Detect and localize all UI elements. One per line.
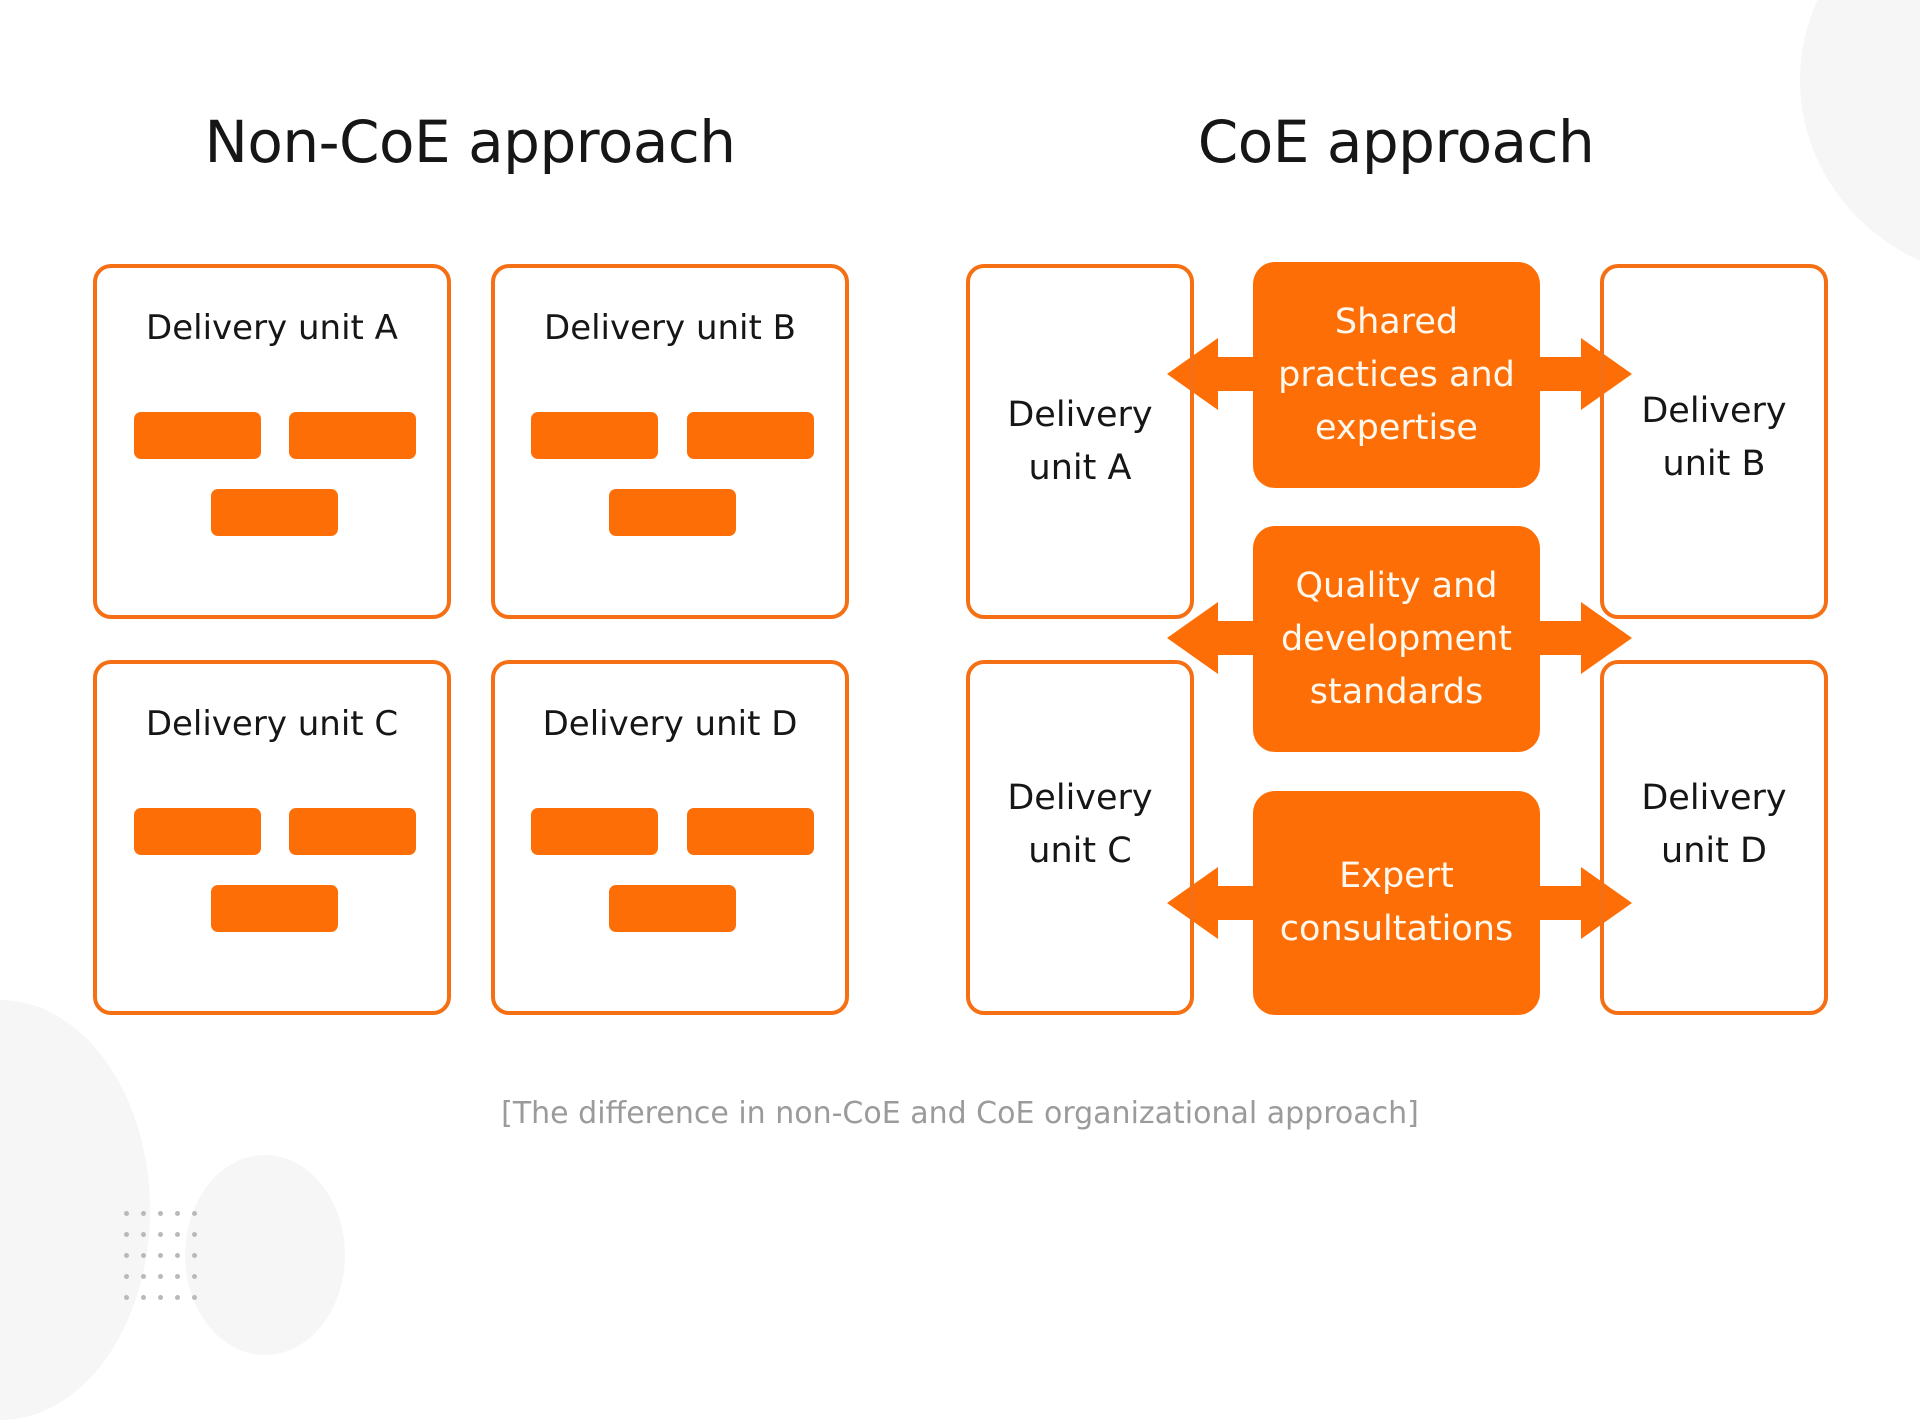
hub-expert-consultations: Expert consultations [1253, 791, 1540, 1015]
team-block [609, 885, 736, 932]
non-coe-title: Non-CoE approach [204, 108, 736, 176]
unit-label: Delivery unit B [544, 308, 796, 348]
team-block [211, 489, 338, 536]
unit-label-line: Delivery [1641, 390, 1787, 431]
team-block [687, 412, 814, 459]
hub-label-line: Shared [1334, 301, 1459, 342]
team-block [609, 489, 736, 536]
team-block [531, 808, 658, 855]
coe-unit-b: Delivery unit B [1600, 264, 1828, 619]
team-block [289, 808, 416, 855]
non-coe-unit-d: Delivery unit D [491, 660, 849, 1015]
unit-label: Delivery unit C [970, 772, 1190, 878]
unit-label-line: unit A [1028, 447, 1132, 488]
hub-label-line: practices and [1278, 354, 1515, 395]
coe-unit-c: Delivery unit C [966, 660, 1194, 1015]
unit-label: Delivery unit B [1604, 385, 1824, 491]
hub-quality-standards: Quality and development standards [1253, 526, 1540, 752]
unit-label: Delivery unit D [1604, 772, 1824, 878]
unit-label: Delivery unit A [146, 308, 398, 348]
team-block [134, 412, 261, 459]
non-coe-unit-b: Delivery unit B [491, 264, 849, 619]
unit-label-line: Delivery [1641, 777, 1787, 818]
hub-shared-practices: Shared practices and expertise [1253, 262, 1540, 488]
non-coe-unit-a: Delivery unit A [93, 264, 451, 619]
team-block [289, 412, 416, 459]
hub-label-line: Quality and [1295, 565, 1498, 606]
unit-label-line: unit B [1662, 443, 1766, 484]
unit-label-line: unit D [1661, 830, 1767, 871]
hub-label-line: development [1281, 618, 1512, 659]
unit-label-line: Delivery [1007, 777, 1153, 818]
coe-title: CoE approach [1197, 108, 1595, 176]
unit-label-line: unit C [1028, 830, 1132, 871]
team-block [687, 808, 814, 855]
figure-caption: [The difference in non-CoE and CoE organ… [501, 1096, 1419, 1131]
unit-label: Delivery unit C [145, 704, 399, 744]
hub-label-line: expertise [1314, 407, 1478, 448]
non-coe-unit-c: Delivery unit C [93, 660, 451, 1015]
hub-label-line: standards [1309, 671, 1484, 712]
unit-label-line: Delivery [1007, 394, 1153, 435]
coe-unit-d: Delivery unit D [1600, 660, 1828, 1015]
hub-label-line: Expert [1339, 856, 1454, 896]
unit-label: Delivery unit A [970, 389, 1190, 495]
team-block [134, 808, 261, 855]
unit-label: Delivery unit D [542, 704, 798, 744]
coe-unit-a: Delivery unit A [966, 264, 1194, 619]
team-block [531, 412, 658, 459]
team-block [211, 885, 338, 932]
hub-label-line: consultations [1279, 909, 1514, 949]
